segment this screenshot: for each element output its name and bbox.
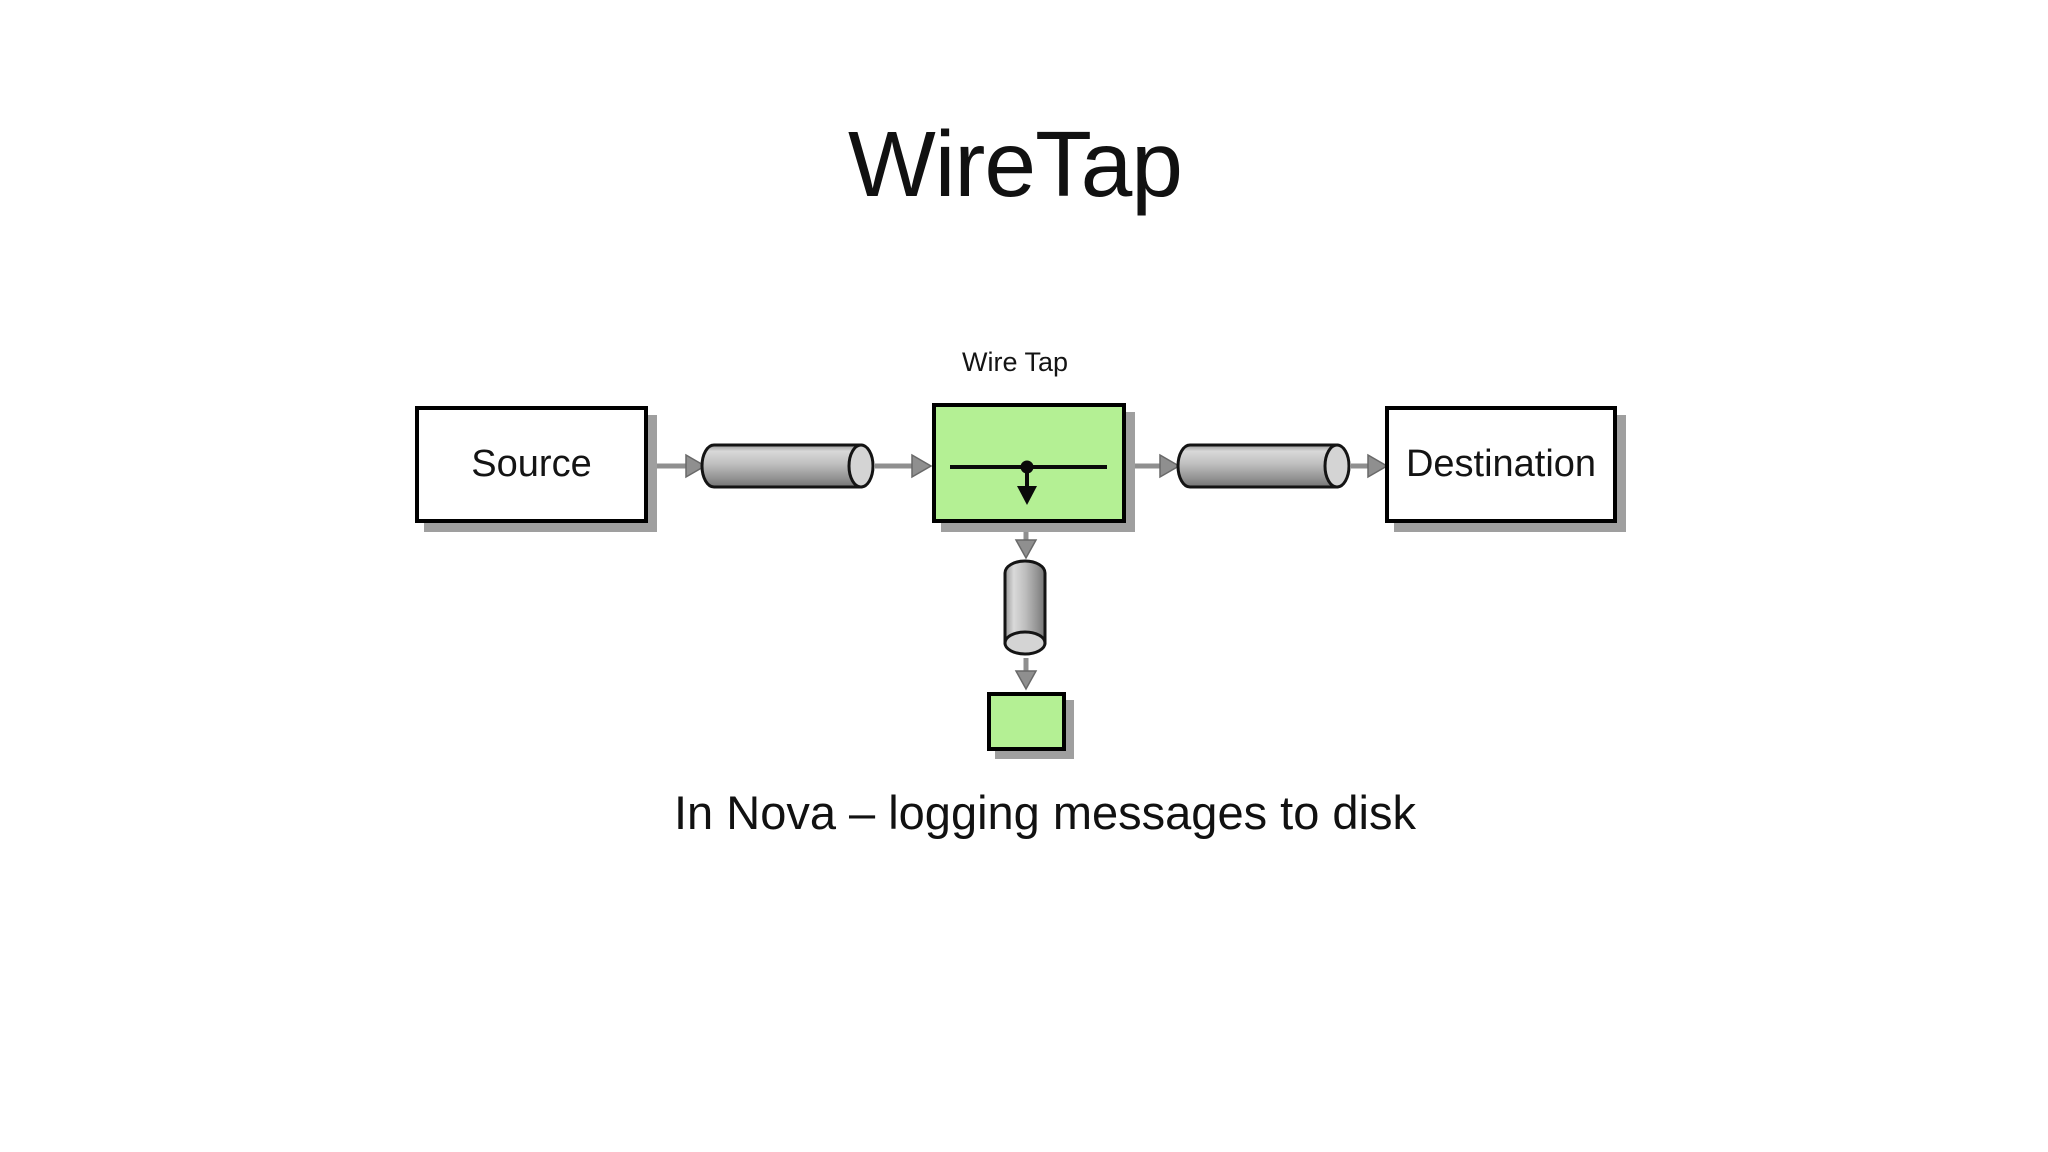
- message-channel-pipe-tap-icon: [1003, 559, 1047, 656]
- flow-arrow-wiretap-to-pipe-icon: [1128, 453, 1181, 479]
- slide-caption: In Nova – logging messages to disk: [674, 786, 1416, 839]
- wire-tap-node-label: Wire Tap: [961, 347, 1069, 377]
- wire-tap-node: [932, 403, 1126, 523]
- message-channel-pipe-right-icon: [1176, 443, 1351, 489]
- destination-node-label: Destination: [1405, 443, 1597, 485]
- flow-arrow-source-to-pipe-icon: [650, 453, 707, 479]
- source-node: Source: [415, 406, 648, 523]
- tap-output-node: [987, 692, 1066, 751]
- flow-arrow-tap-pipe-to-output-icon: [1014, 658, 1038, 691]
- destination-node: Destination: [1385, 406, 1617, 523]
- flow-arrow-wiretap-to-tap-pipe-icon: [1014, 528, 1038, 560]
- message-channel-pipe-left-icon: [700, 443, 875, 489]
- wire-tap-glyph-icon: [950, 460, 1107, 505]
- source-node-label: Source: [471, 443, 592, 485]
- flow-arrow-pipe-to-wiretap-icon: [875, 453, 933, 479]
- slide-title: WireTap: [847, 112, 1183, 216]
- flow-arrow-pipe-to-destination-icon: [1351, 453, 1389, 479]
